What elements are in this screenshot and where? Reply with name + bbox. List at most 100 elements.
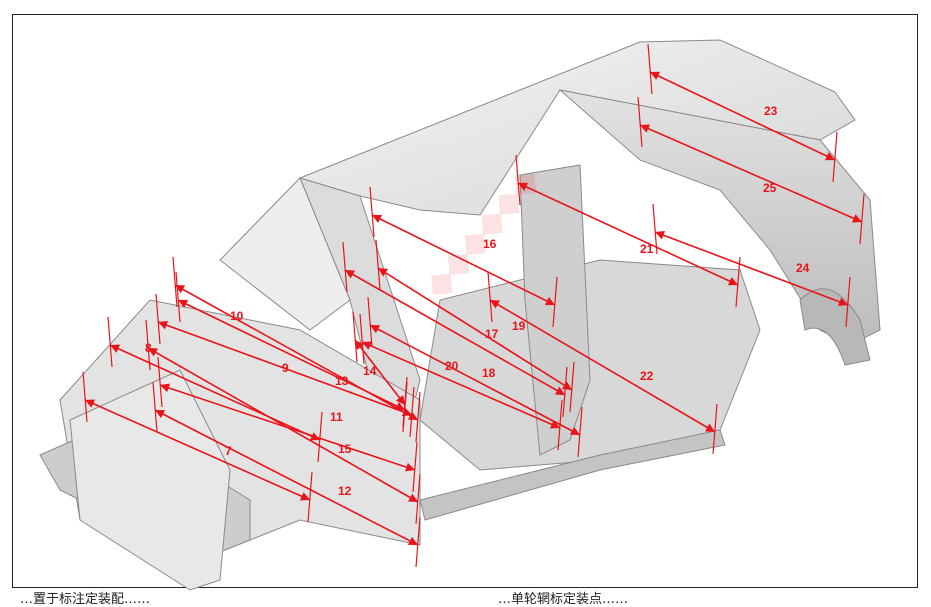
dimension-18: 18 bbox=[367, 296, 583, 458]
extension-line bbox=[859, 193, 865, 245]
extension-line bbox=[557, 399, 563, 451]
extension-line bbox=[647, 43, 653, 95]
dimension-label: 13 bbox=[335, 374, 349, 388]
radiator-support bbox=[69, 369, 231, 591]
arrow-head bbox=[490, 300, 501, 309]
extension-line bbox=[569, 361, 575, 413]
dimension-line bbox=[649, 71, 836, 161]
dimension-label: 12 bbox=[338, 484, 352, 498]
dimension-label: 20 bbox=[445, 359, 459, 373]
extension-line bbox=[845, 276, 851, 328]
dimension-label: 9 bbox=[282, 361, 289, 375]
dimension-line bbox=[371, 214, 556, 306]
dimension-label: 7 bbox=[225, 444, 232, 458]
extension-line bbox=[652, 203, 658, 255]
extension-line bbox=[415, 516, 421, 568]
dimension-line bbox=[109, 344, 321, 441]
extension-line bbox=[317, 411, 323, 463]
extension-line bbox=[307, 471, 313, 523]
floor-pan bbox=[419, 259, 761, 471]
dimension-24: 24 bbox=[652, 203, 851, 328]
dimension-label: 10 bbox=[230, 309, 244, 323]
arrow-head bbox=[158, 320, 168, 330]
dimension-line bbox=[377, 267, 573, 391]
arrow-head bbox=[405, 462, 415, 472]
extension-line bbox=[155, 293, 161, 345]
dimension-line bbox=[489, 299, 716, 433]
dimension-7: 7 bbox=[82, 371, 313, 523]
extension-line bbox=[402, 376, 408, 428]
arrow-head bbox=[640, 124, 651, 133]
extension-line bbox=[145, 319, 151, 371]
arrow-head bbox=[372, 214, 383, 224]
extension-line bbox=[352, 311, 358, 363]
extension-line bbox=[552, 276, 558, 328]
extension-line bbox=[515, 154, 521, 206]
extension-line bbox=[412, 441, 418, 493]
extension-line bbox=[107, 316, 113, 368]
dimension-15: 15 bbox=[145, 319, 421, 525]
dimension-line bbox=[344, 269, 566, 396]
arrow-head bbox=[544, 296, 555, 306]
dimension-label: 11 bbox=[330, 410, 343, 424]
arrow-head bbox=[148, 348, 159, 357]
extension-line bbox=[175, 271, 181, 323]
dimension-line bbox=[654, 231, 849, 306]
dimension-line bbox=[369, 324, 581, 436]
extension-line bbox=[82, 371, 88, 423]
arrow-head bbox=[655, 230, 666, 240]
extension-line bbox=[832, 131, 838, 183]
dimension-line bbox=[639, 124, 863, 223]
extension-line bbox=[369, 186, 375, 238]
arrow-head bbox=[355, 340, 365, 350]
dimension-12: 12 bbox=[152, 381, 421, 568]
arrow-head bbox=[518, 182, 529, 191]
dimension-label: 18 bbox=[482, 366, 496, 380]
extension-line bbox=[359, 313, 365, 365]
dimension-label: 21 bbox=[640, 242, 654, 256]
dimension-label: 24 bbox=[796, 261, 810, 275]
extension-line bbox=[637, 96, 643, 148]
dimension-20: 20 bbox=[359, 313, 563, 451]
windshield-frame bbox=[219, 177, 351, 331]
dimension-14: 14 bbox=[352, 311, 408, 428]
dimension-line bbox=[84, 399, 311, 501]
extension-line bbox=[157, 356, 163, 408]
dimension-22: 22 bbox=[487, 271, 718, 455]
arrow-head bbox=[727, 277, 738, 286]
dimension-label: 23 bbox=[764, 104, 778, 118]
dimension-line bbox=[147, 347, 419, 503]
dimension-label: 22 bbox=[640, 369, 654, 383]
arrow-head bbox=[345, 270, 356, 279]
extension-line bbox=[375, 239, 381, 291]
extension-line bbox=[409, 386, 415, 438]
arrow-head bbox=[299, 492, 310, 501]
arrow-head bbox=[851, 214, 862, 223]
dimension-lines: 78910111213141516171819202122232425 bbox=[82, 43, 865, 568]
dimension-19: 19 bbox=[375, 239, 575, 413]
dimension-line bbox=[361, 341, 561, 429]
arrow-head bbox=[824, 152, 835, 161]
arrow-head bbox=[407, 536, 418, 545]
dimension-21: 21 bbox=[515, 154, 741, 308]
arrow-head bbox=[370, 325, 381, 334]
arrow-head bbox=[85, 399, 96, 408]
dimension-16: 16 bbox=[369, 186, 558, 328]
dimension-label: 19 bbox=[512, 319, 526, 333]
side-sill bbox=[419, 429, 726, 521]
arrow-head bbox=[394, 402, 405, 411]
dimension-label: 14 bbox=[363, 364, 377, 378]
arrow-head bbox=[178, 299, 189, 308]
extension-line bbox=[735, 256, 741, 308]
dimension-line bbox=[177, 299, 406, 411]
extension-line bbox=[152, 381, 158, 433]
arrow-head bbox=[155, 410, 166, 419]
arrow-head bbox=[362, 341, 373, 350]
arrow-head bbox=[110, 344, 121, 353]
arrow-head bbox=[395, 395, 405, 405]
extension-line bbox=[712, 403, 718, 455]
extension-line bbox=[577, 406, 583, 458]
arrow-head bbox=[407, 493, 418, 502]
dimension-line bbox=[154, 409, 419, 546]
